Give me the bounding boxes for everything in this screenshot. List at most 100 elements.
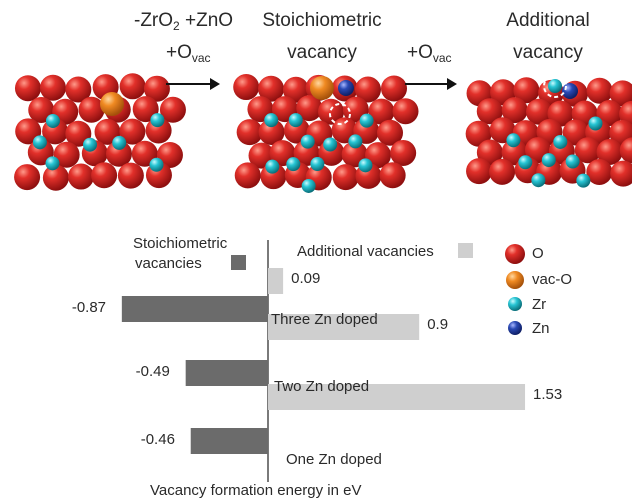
zirconium-atom	[83, 137, 98, 152]
legend-dot-vac-o	[506, 271, 524, 289]
structure-zro2-surface	[14, 73, 186, 191]
zirconium-atom	[541, 153, 556, 168]
step1-reaction-line1: -ZrO2 +ZnO	[134, 10, 234, 33]
legend-label-zn: Zn	[532, 320, 550, 337]
value-label-stoich-two: -0.49	[135, 363, 170, 380]
oxygen-atom	[610, 160, 632, 187]
oxygen-atom	[379, 162, 406, 189]
oxygen-atom	[466, 158, 493, 185]
oxygen-atom	[465, 120, 492, 147]
oxygen-atom	[65, 76, 92, 103]
bar-additional-1	[268, 268, 284, 294]
oxygen-atom	[14, 75, 41, 102]
step2-reaction: +Ovac	[407, 42, 452, 65]
legend-dot-zr	[508, 297, 522, 311]
oxygen-atom	[156, 141, 183, 168]
bar-stoichiometric-3	[190, 428, 268, 454]
vacancy-marker	[543, 74, 567, 98]
oxygen-atom	[258, 119, 285, 146]
oxygen-atom	[233, 74, 260, 101]
zirconium-atom	[576, 173, 591, 188]
oxygen-atom	[513, 77, 540, 104]
value-label-stoich-one: -0.46	[140, 431, 175, 448]
zirconium-atom	[45, 156, 60, 171]
zinc-atom	[338, 80, 354, 96]
legend-dot-zn	[508, 321, 522, 335]
oxygen-atom	[368, 98, 395, 125]
zirconium-atom	[518, 155, 533, 170]
bar-additional-3	[268, 384, 526, 410]
legend-swatch-additional	[458, 243, 473, 258]
oxygen-atom	[14, 164, 41, 191]
bar-chart	[121, 240, 526, 482]
oxygen-atom	[159, 96, 186, 123]
oxygen-atom	[501, 97, 528, 124]
oxygen-atom	[476, 98, 503, 125]
zirconium-atom	[301, 178, 316, 193]
oxygen-atom	[596, 100, 623, 127]
zirconium-atom	[112, 135, 127, 150]
oxygen-atom	[354, 76, 381, 103]
x-axis-label: Vacancy formation energy in eV	[150, 482, 362, 499]
oxygen-atom	[258, 75, 285, 102]
zirconium-atom	[310, 157, 325, 172]
zirconium-atom	[348, 134, 363, 149]
bar-stoichiometric-1	[121, 296, 268, 322]
zirconium-atom	[149, 157, 164, 172]
vacancy-oxygen-atom	[310, 76, 334, 100]
zirconium-atom	[553, 134, 568, 149]
oxygen-atom	[39, 74, 66, 101]
oxygen-atom	[236, 119, 263, 146]
category-label-three-zn: Three Zn doped	[271, 311, 378, 328]
oxygen-atom	[234, 162, 261, 189]
oxygen-atom	[67, 163, 94, 190]
oxygen-atom	[596, 139, 623, 166]
value-label-add-three: 0.09	[291, 270, 321, 287]
oxygen-atom	[117, 162, 144, 189]
arrow-right-2	[405, 78, 457, 90]
oxygen-atom	[365, 142, 392, 169]
zirconium-atom	[150, 113, 165, 128]
bar-additional-2	[268, 314, 420, 340]
legend-label-vac-o: vac-O	[532, 271, 573, 288]
oxygen-atom	[574, 137, 601, 164]
oxygen-atom	[377, 119, 404, 146]
category-label-one-zn: One Zn doped	[286, 451, 382, 468]
arrow-right-1	[166, 78, 220, 90]
oxygen-atom	[53, 141, 80, 168]
zirconium-atom	[359, 113, 374, 128]
oxygen-atom	[392, 98, 419, 125]
atom-legend	[505, 244, 525, 335]
zirconium-atom	[264, 113, 279, 128]
oxygen-atom	[390, 139, 417, 166]
zirconium-atom	[265, 159, 280, 174]
bar-stoichiometric-2	[185, 360, 268, 386]
structure-additional-vacancy	[465, 74, 632, 188]
oxygen-atom	[42, 164, 69, 191]
oxygen-atom	[332, 164, 359, 191]
zirconium-atom	[323, 137, 338, 152]
oxygen-atom	[296, 95, 323, 122]
oxygen-atom	[586, 158, 613, 185]
oxygen-atom	[282, 76, 309, 103]
legend-swatch-stoichiometric	[231, 255, 246, 270]
oxygen-atom	[586, 77, 613, 104]
legend-label-o: O	[532, 245, 544, 262]
legend-additional-label: Additional vacancies	[297, 243, 434, 260]
zirconium-atom	[300, 134, 315, 149]
oxygen-atom	[143, 75, 170, 102]
zirconium-atom	[531, 173, 546, 188]
oxygen-atom	[489, 158, 516, 185]
oxygen-atom	[119, 73, 146, 100]
oxygen-atom	[91, 162, 118, 189]
step1-reaction-line2: +Ovac	[166, 42, 211, 65]
category-label-two-zn: Two Zn doped	[274, 378, 370, 395]
oxygen-atom	[78, 96, 105, 123]
legend-dot-o	[505, 244, 525, 264]
zirconium-atom	[565, 154, 580, 169]
structure-stoichiometric-vacancy	[233, 74, 419, 193]
zirconium-atom	[288, 113, 303, 128]
